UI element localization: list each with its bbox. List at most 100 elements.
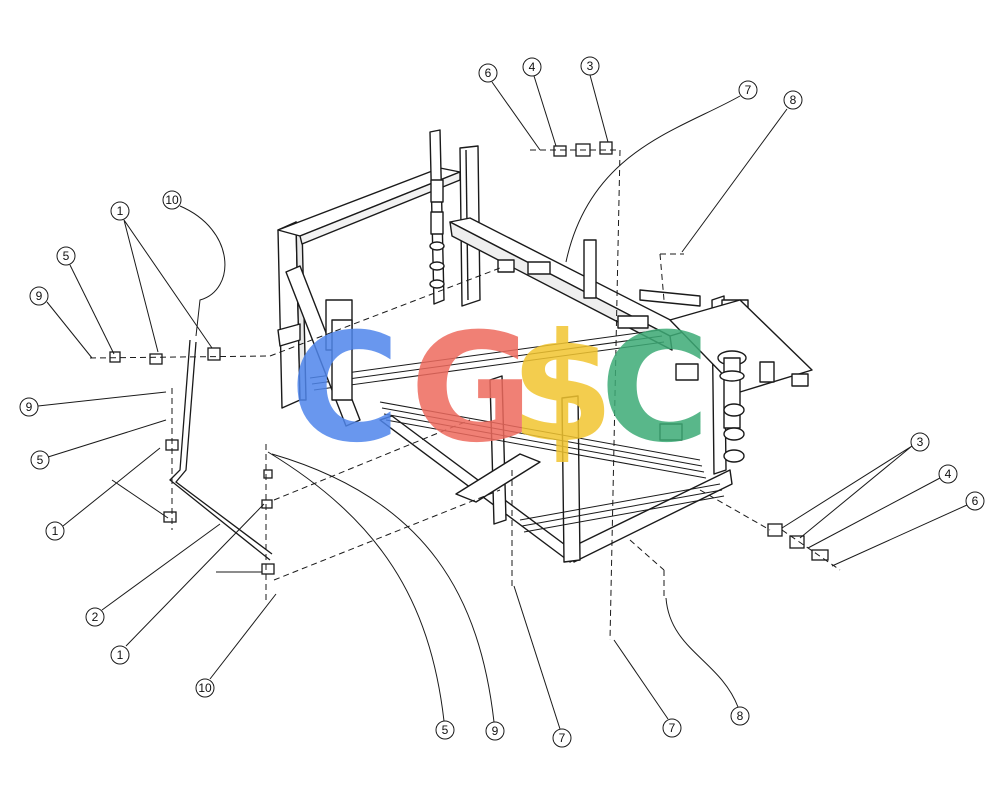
callout-circle	[580, 56, 600, 76]
callout-balloon: 5	[56, 246, 76, 266]
callout-number: 10	[165, 193, 179, 207]
callout-balloon: 7	[662, 718, 682, 738]
callout-balloon: 9	[19, 397, 39, 417]
bent-rod	[169, 339, 271, 561]
callout-number: 6	[485, 66, 492, 80]
callout-number: 1	[117, 204, 124, 218]
leader-line-c4	[565, 95, 741, 263]
callout-balloon: 8	[730, 706, 750, 726]
callout-balloon: 2	[85, 607, 105, 627]
callout-balloon: 9	[29, 286, 49, 306]
callout-circle	[30, 450, 50, 470]
callout-number: 7	[745, 83, 752, 97]
leader-line-c23	[831, 504, 968, 567]
leader-line-c11	[47, 419, 167, 458]
parallel-rails	[309, 329, 725, 533]
callout-circle	[29, 286, 49, 306]
callout-balloon: 9	[485, 721, 505, 741]
callout-circle	[783, 90, 803, 110]
leader-line-c12	[62, 447, 169, 527]
callout-circle	[522, 57, 542, 77]
callout-balloon: 1	[110, 201, 130, 221]
leader-line-c14	[125, 503, 265, 647]
callout-balloon: 5	[30, 450, 50, 470]
callout-circle	[938, 464, 958, 484]
leader-line-c15	[209, 593, 277, 680]
callout-balloon: 1	[110, 645, 130, 665]
callout-balloon: 3	[910, 432, 930, 452]
callout-number: 5	[63, 249, 70, 263]
leader-line-c16	[267, 451, 445, 722]
callout-number: 9	[26, 400, 33, 414]
leader-line-c1	[491, 81, 541, 151]
callout-number: 4	[945, 467, 952, 481]
callout-number: 7	[559, 731, 566, 745]
leader-line-c7	[179, 205, 226, 337]
callout-circle	[910, 432, 930, 452]
left-rod-assembly	[109, 339, 275, 575]
callout-balloon: 6	[478, 63, 498, 83]
leader-line-c3	[589, 74, 609, 143]
callout-balloon: 8	[783, 90, 803, 110]
callout-balloon: 7	[552, 728, 572, 748]
callout-circle	[19, 397, 39, 417]
callout-number: 9	[36, 289, 43, 303]
leader-line-c10	[37, 391, 167, 407]
callout-balloon: 6	[965, 491, 985, 511]
callout-number: 1	[52, 524, 59, 538]
watermark-letter-3: $	[510, 302, 614, 476]
right-bracket-hardware	[767, 523, 829, 561]
leader-line-c20	[665, 597, 739, 708]
callout-circle	[552, 728, 572, 748]
callout-number: 10	[198, 681, 212, 695]
callout-number: 8	[737, 709, 744, 723]
callout-number: 7	[669, 721, 676, 735]
callout-number: 6	[972, 494, 979, 508]
callout-circle	[485, 721, 505, 741]
leader-line-c17	[271, 453, 495, 723]
callout-circle	[435, 720, 455, 740]
leader-line-c8	[69, 264, 115, 355]
callout-number: 8	[790, 93, 797, 107]
leader-line-c21	[781, 445, 913, 539]
callout-balloon: 3	[580, 56, 600, 76]
callout-number: 3	[587, 59, 594, 73]
watermark: C G $ C	[290, 302, 710, 476]
callout-circle	[45, 521, 65, 541]
leader-line-c18	[513, 585, 561, 730]
callout-circle	[85, 607, 105, 627]
watermark-letter-1: C	[290, 302, 400, 476]
watermark-letter-4: C	[600, 302, 710, 476]
callout-circle	[110, 201, 130, 221]
leader-line-c5	[681, 108, 788, 253]
callout-circle	[478, 63, 498, 83]
callout-number: 5	[37, 453, 44, 467]
leader-line-c13	[101, 523, 221, 611]
callout-number: 5	[442, 723, 449, 737]
callout-number: 3	[917, 435, 924, 449]
callout-number: 4	[529, 60, 536, 74]
callout-circle	[56, 246, 76, 266]
callout-balloon: 4	[938, 464, 958, 484]
watermark-letter-2: G	[410, 302, 533, 476]
callout-number: 9	[492, 724, 499, 738]
leader-line-c22	[807, 477, 941, 549]
bottom-base-rail	[569, 469, 733, 563]
callout-circle	[730, 706, 750, 726]
leader-lines	[37, 74, 968, 730]
callout-circle	[738, 80, 758, 100]
top-hardware	[553, 141, 613, 157]
callout-circle	[110, 645, 130, 665]
callout-number: 2	[92, 610, 99, 624]
leader-line-c9	[46, 301, 93, 359]
callout-balloon: 4	[522, 57, 542, 77]
callout-balloon: 10	[162, 190, 182, 210]
callout-balloons: 6 4 3 7 8 1 10 5 9 9 5 1 2 1 10 5 9 7 7 8 3 4 6	[19, 56, 985, 748]
callout-circle	[195, 678, 215, 698]
callout-circle	[662, 718, 682, 738]
callout-balloon: 1	[45, 521, 65, 541]
callout-balloon: 5	[435, 720, 455, 740]
leader-line-c19	[613, 639, 669, 720]
callout-balloon: 7	[738, 80, 758, 100]
